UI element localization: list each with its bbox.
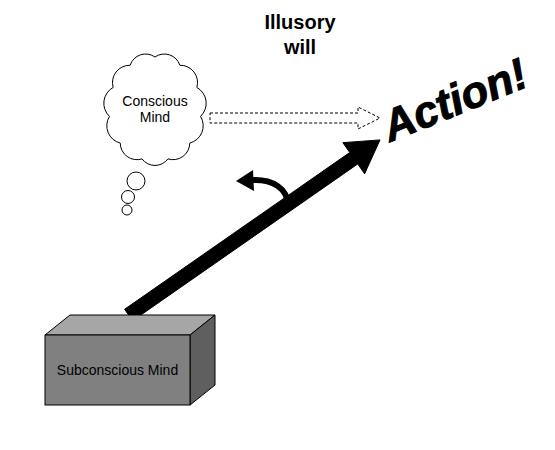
action-node: Action! (380, 45, 530, 155)
edge-label: Illusory will (253, 10, 347, 60)
text-area: Subconscious Mind (45, 335, 190, 405)
box-outline (45, 315, 215, 405)
cloud-node: Conscious Mind (100, 48, 210, 170)
thought-bubbles (122, 172, 146, 215)
text-area: Conscious Mind (115, 68, 195, 150)
node-label: Conscious Mind (115, 93, 195, 125)
node-label: Subconscious Mind (57, 362, 178, 378)
feedback-arrow-head (236, 170, 254, 191)
text-area: Action! (380, 45, 530, 155)
box-node: Subconscious Mind (45, 315, 215, 405)
box-top-face (45, 315, 215, 335)
action-text: Action! (375, 48, 534, 152)
thought-bubble (122, 205, 132, 215)
thought-bubble (127, 172, 145, 190)
box-side-face (190, 315, 215, 405)
thick-black-arrow (125, 140, 380, 321)
box-front-face (45, 335, 190, 405)
dashed-hollow-arrow (210, 107, 380, 129)
thought-bubble (122, 191, 135, 204)
cloud-shape (104, 54, 206, 165)
